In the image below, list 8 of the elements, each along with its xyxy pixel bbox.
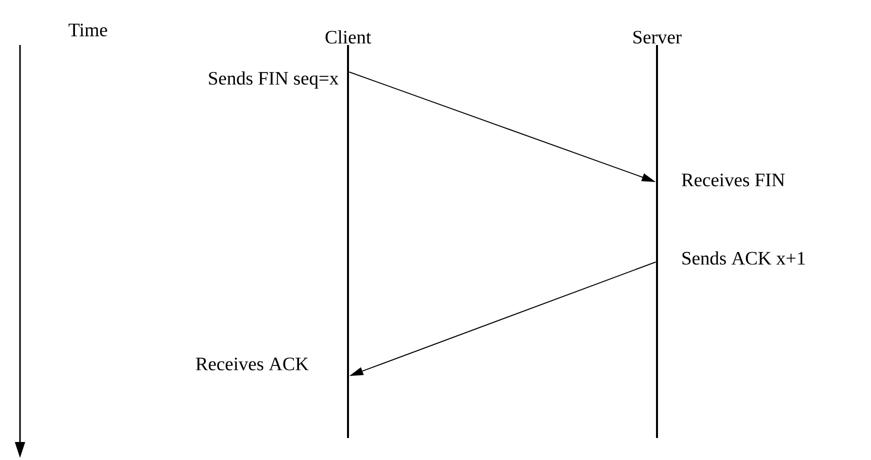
event-label: Receives ACK bbox=[196, 358, 309, 370]
node-label: Server bbox=[633, 30, 682, 44]
event-label: Receives FIN bbox=[682, 174, 785, 186]
lifeline: Server bbox=[633, 30, 682, 438]
event-label: Sends ACK x+1 bbox=[682, 251, 805, 265]
event-label: Sends FIN seq=x bbox=[209, 71, 339, 89]
axis-label: Time bbox=[68, 24, 108, 36]
node-label: Client bbox=[326, 30, 372, 44]
